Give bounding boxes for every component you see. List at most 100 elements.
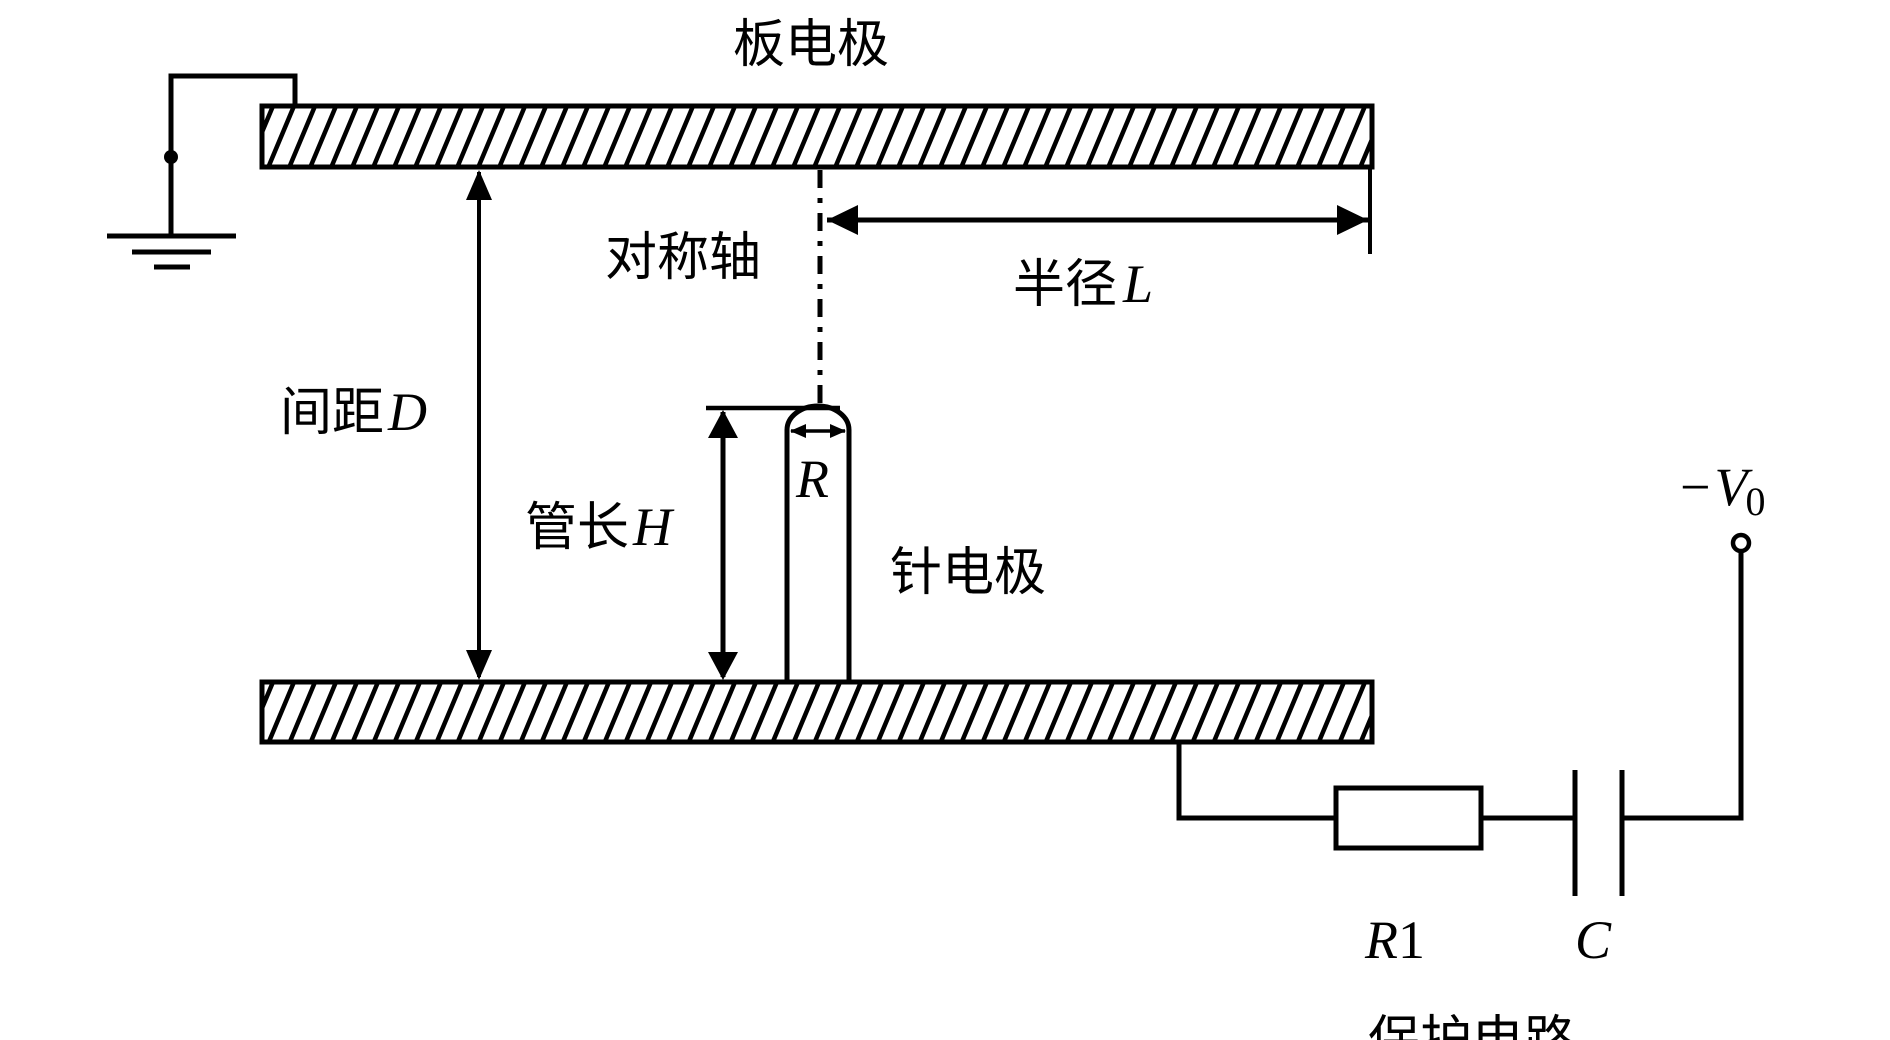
hatch-stripe [262, 106, 276, 139]
needle-electrode-label: 针电极 [890, 543, 1046, 603]
hatch-stripe [1127, 106, 1158, 167]
hatch-stripe [623, 682, 654, 742]
hatch-stripe [518, 106, 549, 167]
hatch-stripe [854, 106, 885, 167]
hatch-stripe [392, 106, 423, 167]
hatch-stripe [896, 682, 927, 742]
capacitor-label: C [1575, 910, 1612, 970]
hatch-stripe [539, 106, 570, 167]
top-plate-hatch [226, 106, 1372, 167]
hatch-stripe [392, 682, 423, 742]
hatch-stripe [1064, 682, 1095, 742]
hatch-stripe [581, 682, 612, 742]
gap-dimension-arrow [466, 170, 492, 680]
hatch-stripe [1358, 133, 1372, 167]
tube-length-dimension-arrow [708, 410, 738, 680]
hatch-stripe [1001, 682, 1032, 742]
hatch-stripe [1190, 682, 1221, 742]
hatch-stripe [854, 682, 885, 742]
hatch-stripe [1148, 682, 1179, 742]
hatch-stripe [812, 682, 843, 742]
hatch-stripe [1169, 106, 1200, 167]
hatch-stripe [581, 106, 612, 167]
protection-circuit-label: 保护电路 [1368, 1011, 1576, 1040]
symmetry-axis-label: 对称轴 [605, 228, 761, 288]
ground-wire [168, 73, 298, 236]
hatch-stripe [1337, 106, 1368, 167]
ground-icon [107, 233, 236, 270]
hatch-stripe [644, 682, 675, 742]
resistor-label: R1 [1364, 910, 1425, 970]
bottom-plate-outline [259, 679, 1375, 745]
hatch-stripe [413, 682, 444, 742]
hatch-stripe [560, 682, 591, 742]
hatch-stripe [1169, 682, 1200, 742]
hatch-stripe [686, 106, 717, 167]
hatch-stripe [749, 106, 780, 167]
hatch-stripe [497, 682, 528, 742]
hatch-stripe [1148, 106, 1179, 167]
hatch-stripe [665, 682, 696, 742]
hatch-stripe [560, 106, 591, 167]
hatch-stripe [1382, 682, 1407, 742]
hatch-stripe [980, 682, 1011, 742]
hatch-stripe [413, 106, 444, 167]
hatch-stripe [1316, 106, 1347, 167]
hatch-stripe [938, 682, 969, 742]
hatch-stripe [308, 106, 339, 167]
hatch-stripe [917, 106, 948, 167]
hatch-stripe [262, 682, 276, 715]
hatch-stripe [980, 106, 1011, 167]
resistor-icon [1333, 785, 1484, 851]
hatch-stripe [1358, 709, 1372, 742]
arrowhead-up-icon [708, 410, 738, 438]
hatch-stripe [1211, 106, 1242, 167]
hatch-stripe [1253, 106, 1284, 167]
plate-electrode-title: 板电极 [733, 15, 889, 75]
hatch-stripe [329, 106, 360, 167]
hatch-stripe [1274, 682, 1305, 742]
hatch-stripe [1106, 106, 1137, 167]
top-plate-outline [259, 103, 1375, 170]
hatch-stripe [791, 682, 822, 742]
hatch-stripe [371, 106, 402, 167]
hatch-stripe [287, 682, 318, 742]
hatch-stripe [476, 682, 507, 742]
hatch-stripe [329, 682, 360, 742]
hatch-stripe [266, 682, 297, 742]
radius-dimension-arrow [827, 205, 1368, 235]
hatch-stripe [602, 682, 633, 742]
hatch-stripe [434, 682, 465, 742]
hatch-stripe [1274, 106, 1305, 167]
hatch-stripe [1211, 682, 1242, 742]
bottom-plate-hatch [262, 682, 1407, 742]
hatch-stripe [371, 682, 402, 742]
arrowhead-down-icon [708, 652, 738, 680]
arrowhead-right-icon [830, 424, 846, 438]
hatch-stripe [875, 682, 906, 742]
hatch-stripe [1043, 682, 1074, 742]
hatch-stripe [350, 106, 381, 167]
hatch-stripe [226, 106, 252, 167]
hatch-stripe [1064, 106, 1095, 167]
hatch-stripe [1337, 682, 1368, 742]
hatch-stripe [791, 106, 822, 167]
hatch-stripe [1295, 682, 1326, 742]
hatch-stripe [350, 682, 381, 742]
tube-length-label: 管长H [525, 497, 675, 558]
hatch-stripe [770, 106, 801, 167]
hatch-stripe [728, 682, 759, 742]
hatch-stripe [308, 682, 339, 742]
hatch-stripe [623, 106, 654, 167]
hatch-stripe [1232, 682, 1263, 742]
arrowhead-left-icon [827, 205, 858, 235]
hatch-stripe [875, 106, 906, 167]
voltage-terminal-icon [1730, 532, 1752, 554]
tip-radius-dimension [790, 424, 846, 438]
hatch-stripe [1316, 682, 1347, 742]
hatch-stripe [602, 106, 633, 167]
hatch-stripe [1085, 106, 1116, 167]
hatch-stripe [812, 106, 843, 167]
hatch-stripe [287, 106, 318, 167]
